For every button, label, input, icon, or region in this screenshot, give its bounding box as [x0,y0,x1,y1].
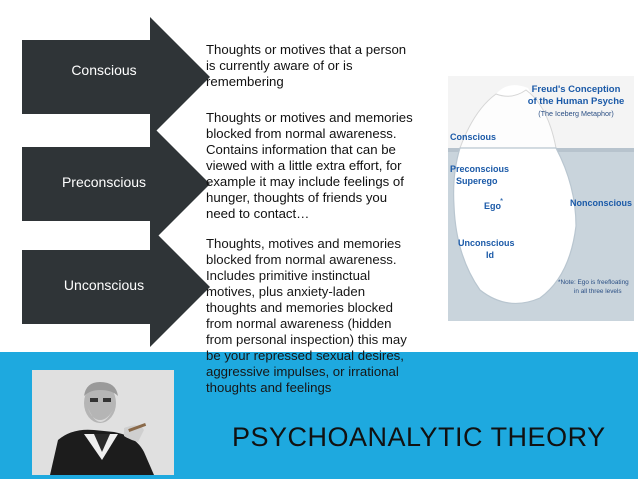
description-line: thoughts and memories blocked [206,300,393,315]
description-line: blocked from normal awareness. [206,252,397,267]
description-preconscious: Thoughts or motives and memories blocked… [206,110,413,222]
iceberg-label-ego: Ego [484,201,502,211]
arrow-conscious: Conscious [22,17,212,137]
description-line: remembering [206,74,284,89]
arrow-label-unconscious: Unconscious [63,277,145,293]
iceberg-note-line2: in all three levels [574,288,622,295]
description-line: thoughts and feelings [206,380,332,395]
freud-portrait [32,370,174,475]
description-line: need to contact… [206,206,310,221]
description-line: hunger, thoughts of friends you [206,190,388,205]
description-line: Contains information that can be [206,142,396,157]
iceberg-title-line2: of the Human Psyche [528,96,625,107]
iceberg-label-nonconscious: Nonconscious [570,198,632,208]
iceberg-label-unconscious: Unconscious [458,238,515,248]
slide-title: PSYCHOANALYTIC THEORY [232,422,606,452]
description-line: Thoughts or motives and memories [206,110,413,125]
description-line: viewed with a little extra effort, for [206,158,402,173]
description-line: is currently aware of or is [206,58,353,73]
iceberg-subtitle: (The Iceberg Metaphor) [538,109,614,118]
description-line: motives, plus anxiety-laden [206,284,366,299]
iceberg-label-id: Id [486,250,494,260]
iceberg-note-line1: *Note: Ego is freefloating [558,279,629,286]
description-line: Thoughts or motives that a person [206,42,407,57]
arrow-label-preconscious: Preconscious [61,174,147,190]
iceberg-label-superego: Superego [456,176,498,186]
description-conscious: Thoughts or motives that a person is cur… [206,42,406,90]
description-line: Includes primitive instinctual [206,268,371,283]
description-line: aggressive impulses, or irrational [206,364,399,379]
freud-portrait-image [32,370,174,475]
description-line: example it may include feelings of [206,174,404,189]
description-line: blocked from normal awareness. [206,126,397,141]
arrow-label-conscious: Conscious [71,62,137,78]
iceberg-ego-mark: * [500,197,503,206]
description-line: from personal inspection) this may [206,332,407,347]
iceberg-label-preconscious: Preconscious [450,164,509,174]
description-line: from normal awareness (hidden [206,316,392,331]
arrow-unconscious: Unconscious [22,227,212,347]
iceberg-label-conscious: Conscious [450,132,496,142]
iceberg-figure: Freud's Conception of the Human Psyche (… [448,76,634,321]
description-line: be your repressed sexual desires, [206,348,404,363]
description-unconscious: Thoughts, motives and memories blocked f… [206,236,407,396]
iceberg-diagram: Freud's Conception of the Human Psyche (… [448,76,634,321]
arrow-preconscious: Preconscious [22,124,212,244]
description-line: Thoughts, motives and memories [206,236,401,251]
iceberg-title-line1: Freud's Conception [532,84,621,95]
